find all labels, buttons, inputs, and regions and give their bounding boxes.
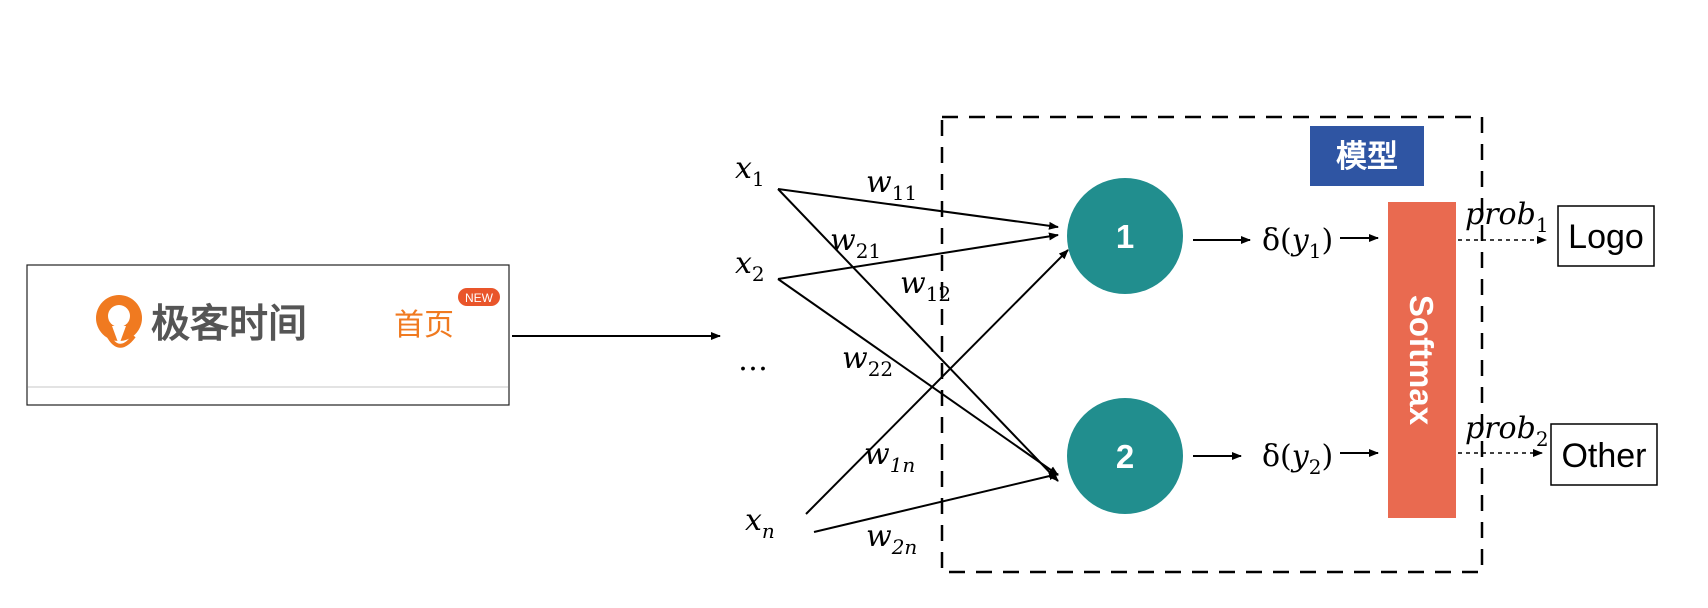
edge-x2-n1 <box>777 232 1059 280</box>
output-logo-label: Logo <box>1568 218 1644 256</box>
logo-text: 极客时间 <box>151 302 307 347</box>
weight-w21: w21 <box>830 223 881 263</box>
activation-2: δ(y2) <box>1262 439 1333 479</box>
nav-home: 首页 <box>394 308 454 343</box>
new-badge-text: NEW <box>465 291 494 305</box>
edge-xn-n2 <box>813 472 1059 533</box>
output-other-label: Other <box>1561 437 1646 475</box>
weight-w22: w22 <box>842 341 893 381</box>
prob-1: prob1 <box>1465 197 1549 237</box>
edge-xn-n1 <box>805 249 1069 515</box>
weight-w12: w12 <box>900 266 951 306</box>
neuron-2 <box>1067 398 1183 514</box>
neuron-2-label: 2 <box>1116 438 1134 475</box>
output-logo-box <box>1557 205 1655 267</box>
weight-w1n: w1n <box>864 437 915 477</box>
input-x1: x1 <box>735 151 765 191</box>
input-ellipsis: … <box>738 343 768 378</box>
website-screenshot: 极客时间 首页 NEW <box>26 264 510 406</box>
neuron-1-label: 1 <box>1116 218 1134 255</box>
neuron-1 <box>1067 178 1183 294</box>
prob-2: prob2 <box>1465 411 1549 451</box>
weight-w11: w11 <box>866 165 917 205</box>
geektime-logo-icon <box>96 295 142 348</box>
input-xn: xn <box>745 503 775 543</box>
model-label: 模型 <box>1336 139 1398 175</box>
edge-x1-n1 <box>777 188 1059 230</box>
edge-x2-n2 <box>777 278 1059 476</box>
output-other-box <box>1550 423 1658 486</box>
model-boundary <box>940 115 1484 574</box>
activation-1: δ(y1) <box>1262 223 1333 263</box>
new-badge <box>458 288 500 306</box>
model-label-box <box>1310 126 1424 186</box>
edge-x1-n2 <box>777 188 1059 482</box>
softmax-label: Softmax <box>1403 295 1440 426</box>
input-x2: x2 <box>735 246 765 286</box>
softmax-block <box>1388 202 1456 518</box>
weight-w2n: w2n <box>866 519 917 559</box>
connections <box>777 188 1069 533</box>
